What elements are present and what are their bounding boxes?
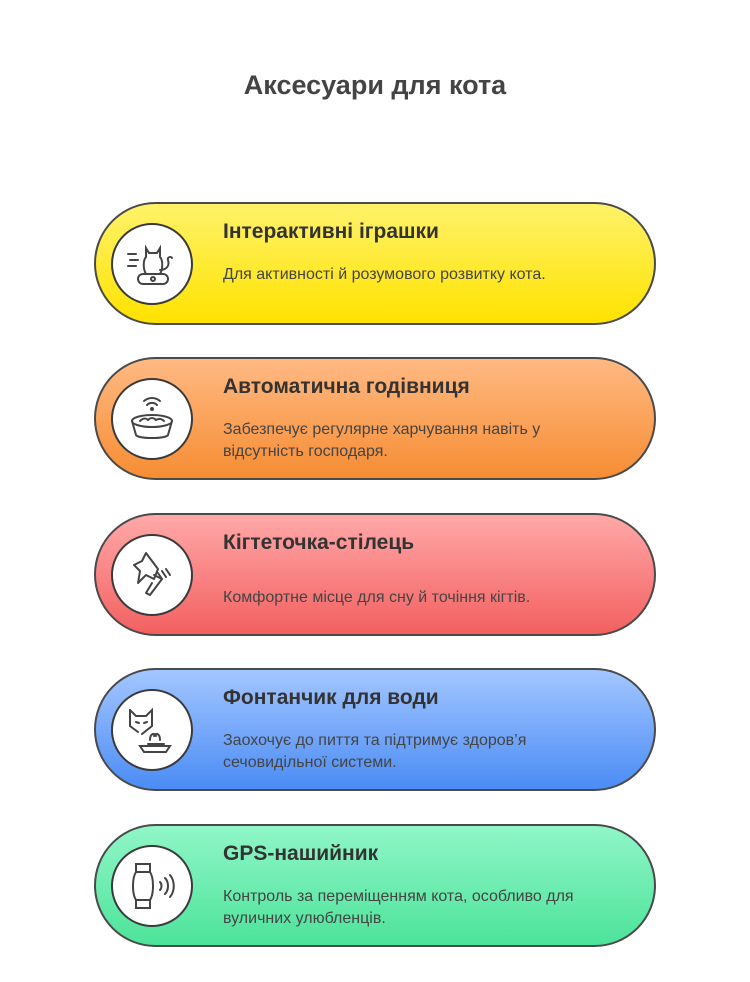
card-description: Комфортне місце для сну й точіння кігтів… [223,589,531,606]
card-title: Автоматична годівниця [223,375,470,398]
water-fountain-icon [111,689,193,771]
card-auto-feeder: Автоматична годівниця Забезпечує регуляр… [94,357,656,480]
card-interactive-toys: Інтерактивні іграшки Для активності й ро… [94,202,656,325]
card-water-fountain: Фонтанчик для води Заохочує до пиття та … [94,668,656,791]
smart-bowl-icon [111,378,193,460]
card-description: Контроль за переміщенням кота, особливо … [223,888,574,927]
card-title: GPS-нашийник [223,842,379,865]
card-gps-collar: GPS-нашийник Контроль за переміщенням ко… [94,824,656,947]
card-description: Для активності й розумового розвитку кот… [223,266,546,283]
cat-toy-icon [111,223,193,305]
card-title: Кігтеточка-стілець [223,531,415,554]
card-description: Заохочує до пиття та підтримує здоров’я … [223,732,527,771]
card-title: Інтерактивні іграшки [223,220,439,243]
card-description: Забезпечує регулярне харчування навіть у… [223,421,541,460]
card-title: Фонтанчик для води [223,686,439,709]
scratching-paw-icon [111,534,193,616]
gps-collar-icon [111,845,193,927]
page-title: Аксесуари для кота [243,70,507,100]
card-scratching-chair: Кігтеточка-стілець Комфортне місце для с… [94,513,656,636]
